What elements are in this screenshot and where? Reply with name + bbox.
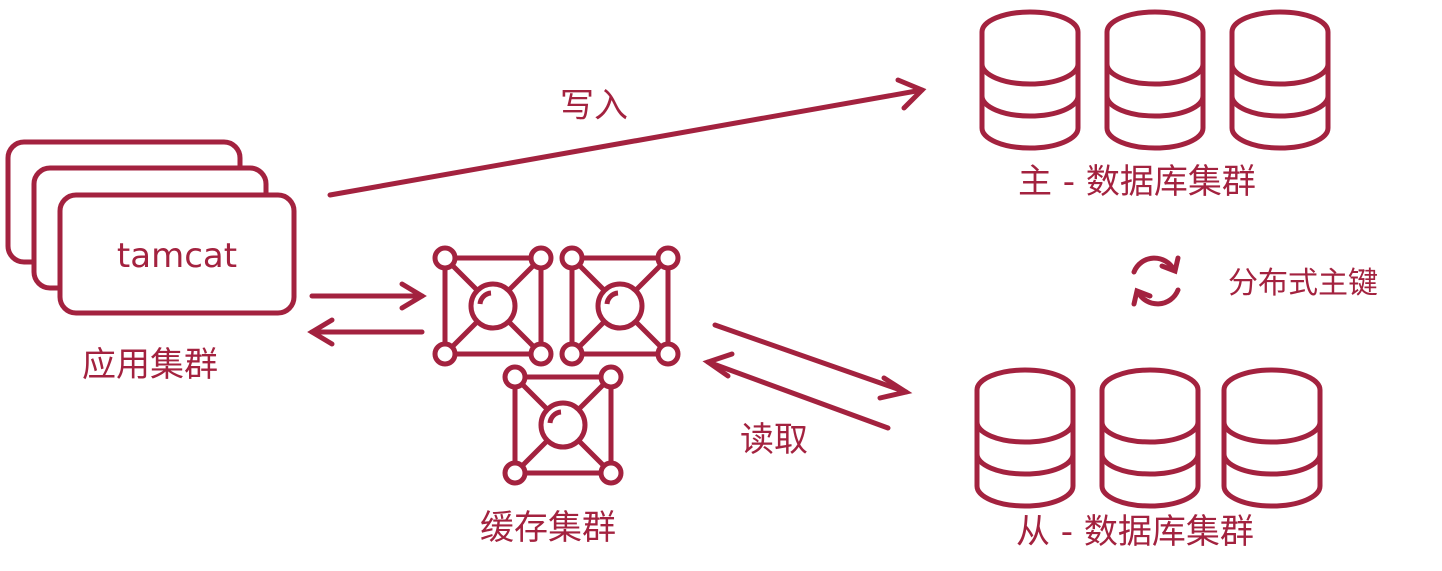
cache-node-icon-2: [562, 248, 678, 364]
cache-to-slave-arrow: [712, 322, 913, 401]
read-label: 读取: [740, 420, 808, 460]
app-server-stack: [5, 139, 297, 316]
cache-cluster-label: 缓存集群: [480, 508, 616, 548]
master-db-label: 主 - 数据库集群: [1018, 162, 1256, 202]
cache-node-icon-3: [505, 367, 621, 483]
app-to-cache-arrow: [309, 281, 427, 311]
master-db-icon-3: [1232, 12, 1328, 148]
master-db-icon-2: [1107, 12, 1203, 148]
refresh-icon: [1131, 255, 1181, 307]
app-server-name: tamcat: [116, 236, 238, 276]
master-db-icon-1: [982, 12, 1078, 148]
write-label: 写入: [560, 86, 628, 126]
app-cluster-label: 应用集群: [82, 345, 218, 385]
slave-to-cache-arrow: [702, 351, 891, 431]
slave-db-label: 从 - 数据库集群: [1016, 512, 1254, 552]
sync-label: 分布式主键: [1228, 266, 1378, 301]
cache-to-app-arrow: [307, 317, 425, 347]
slave-db-icon-3: [1224, 370, 1320, 506]
app-server-card-front: [57, 192, 297, 316]
cache-node-icon-1: [435, 248, 551, 364]
write-arrow: [327, 77, 927, 198]
slave-db-icon-1: [977, 370, 1073, 506]
slave-db-icon-2: [1102, 370, 1198, 506]
